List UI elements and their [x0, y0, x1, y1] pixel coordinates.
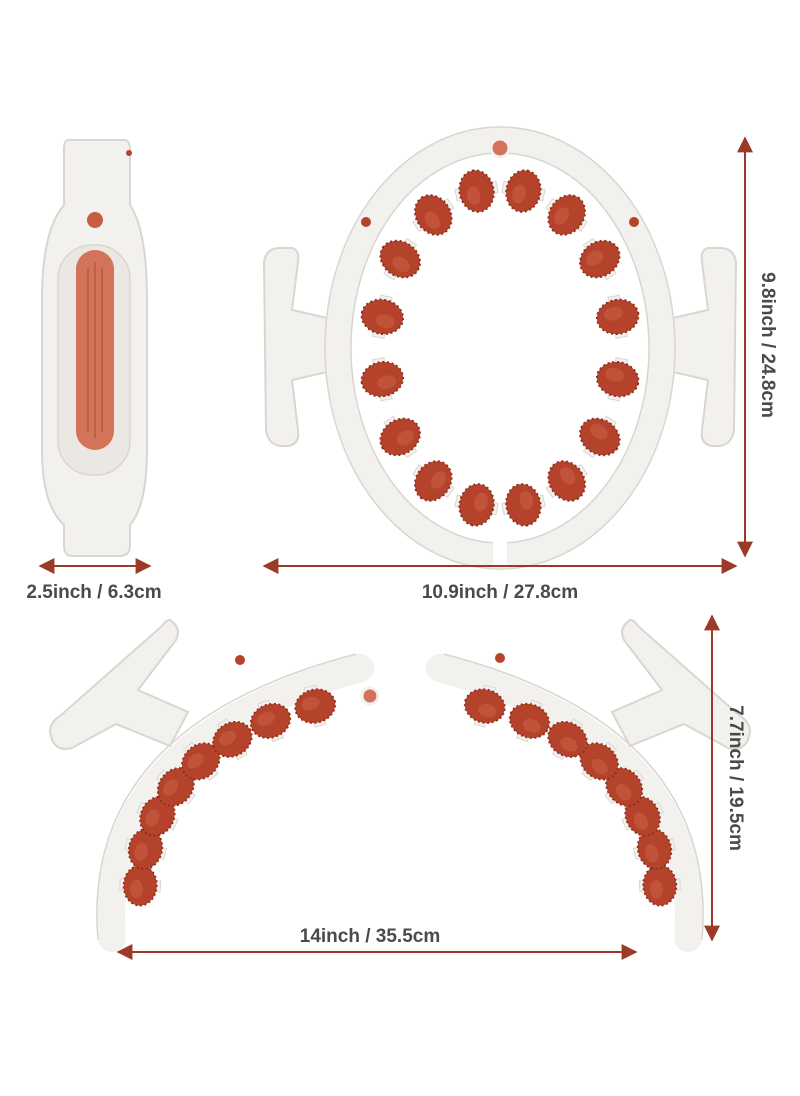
massage-roller [123, 824, 168, 874]
massage-roller [571, 410, 628, 464]
massage-roller [244, 697, 297, 745]
massage-roller [592, 294, 643, 339]
open-width-label: 14inch / 35.5cm [300, 926, 440, 947]
massage-roller [290, 683, 340, 729]
massage-roller [592, 357, 643, 402]
open-left-pin [235, 655, 245, 665]
side-width-label: 2.5inch / 6.3cm [26, 582, 161, 603]
massage-roller [173, 734, 228, 789]
closed-inner-ring-edge [350, 152, 650, 544]
open-left-arc [97, 654, 374, 952]
massage-roller [357, 357, 408, 402]
massage-roller [406, 187, 461, 243]
closed-top-knob [489, 137, 511, 159]
massage-roller [539, 453, 594, 509]
massage-roller [406, 453, 461, 509]
open-height-label: 7.7inch / 19.5cm [725, 705, 746, 851]
closed-outer-ring [325, 127, 675, 569]
massage-roller [617, 789, 668, 843]
closed-ring-view [262, 126, 738, 570]
massage-roller [132, 789, 183, 843]
closed-left-handle [262, 247, 346, 447]
side-view-knob [87, 212, 103, 228]
open-left-arc-edge [96, 653, 357, 941]
closed-right-pin [629, 217, 639, 227]
massage-roller [149, 759, 203, 815]
open-ring-view [48, 618, 752, 952]
open-rollers [119, 683, 681, 908]
massage-roller [503, 697, 556, 745]
open-right-arc [426, 654, 703, 952]
open-right-pin [495, 653, 505, 663]
massage-roller [501, 480, 546, 530]
closed-height-label: 9.8inch / 24.8cm [757, 272, 778, 418]
closed-width-label: 10.9inch / 27.8cm [422, 582, 578, 603]
closed-rollers [357, 166, 643, 530]
massage-roller [540, 714, 595, 765]
side-view [41, 139, 148, 557]
massage-roller [572, 734, 627, 789]
massage-roller [597, 759, 651, 815]
massage-roller [638, 863, 681, 908]
massage-roller [460, 683, 510, 729]
massage-roller [454, 480, 499, 530]
massage-roller [539, 187, 594, 243]
massage-roller [357, 294, 408, 339]
massage-roller [372, 232, 429, 286]
massage-roller [205, 714, 260, 765]
massage-roller [632, 824, 677, 874]
massage-roller [571, 232, 628, 286]
open-left-handle [48, 618, 190, 750]
massage-roller [454, 166, 499, 216]
closed-left-pin [361, 217, 371, 227]
closed-right-handle [654, 247, 738, 447]
massage-roller [119, 863, 162, 908]
open-center-knob [360, 686, 380, 706]
massage-roller [501, 166, 546, 216]
massage-roller [372, 410, 429, 464]
open-right-arc-edge [443, 653, 704, 941]
closed-ring-gap [493, 535, 507, 565]
side-view-button [126, 150, 132, 156]
